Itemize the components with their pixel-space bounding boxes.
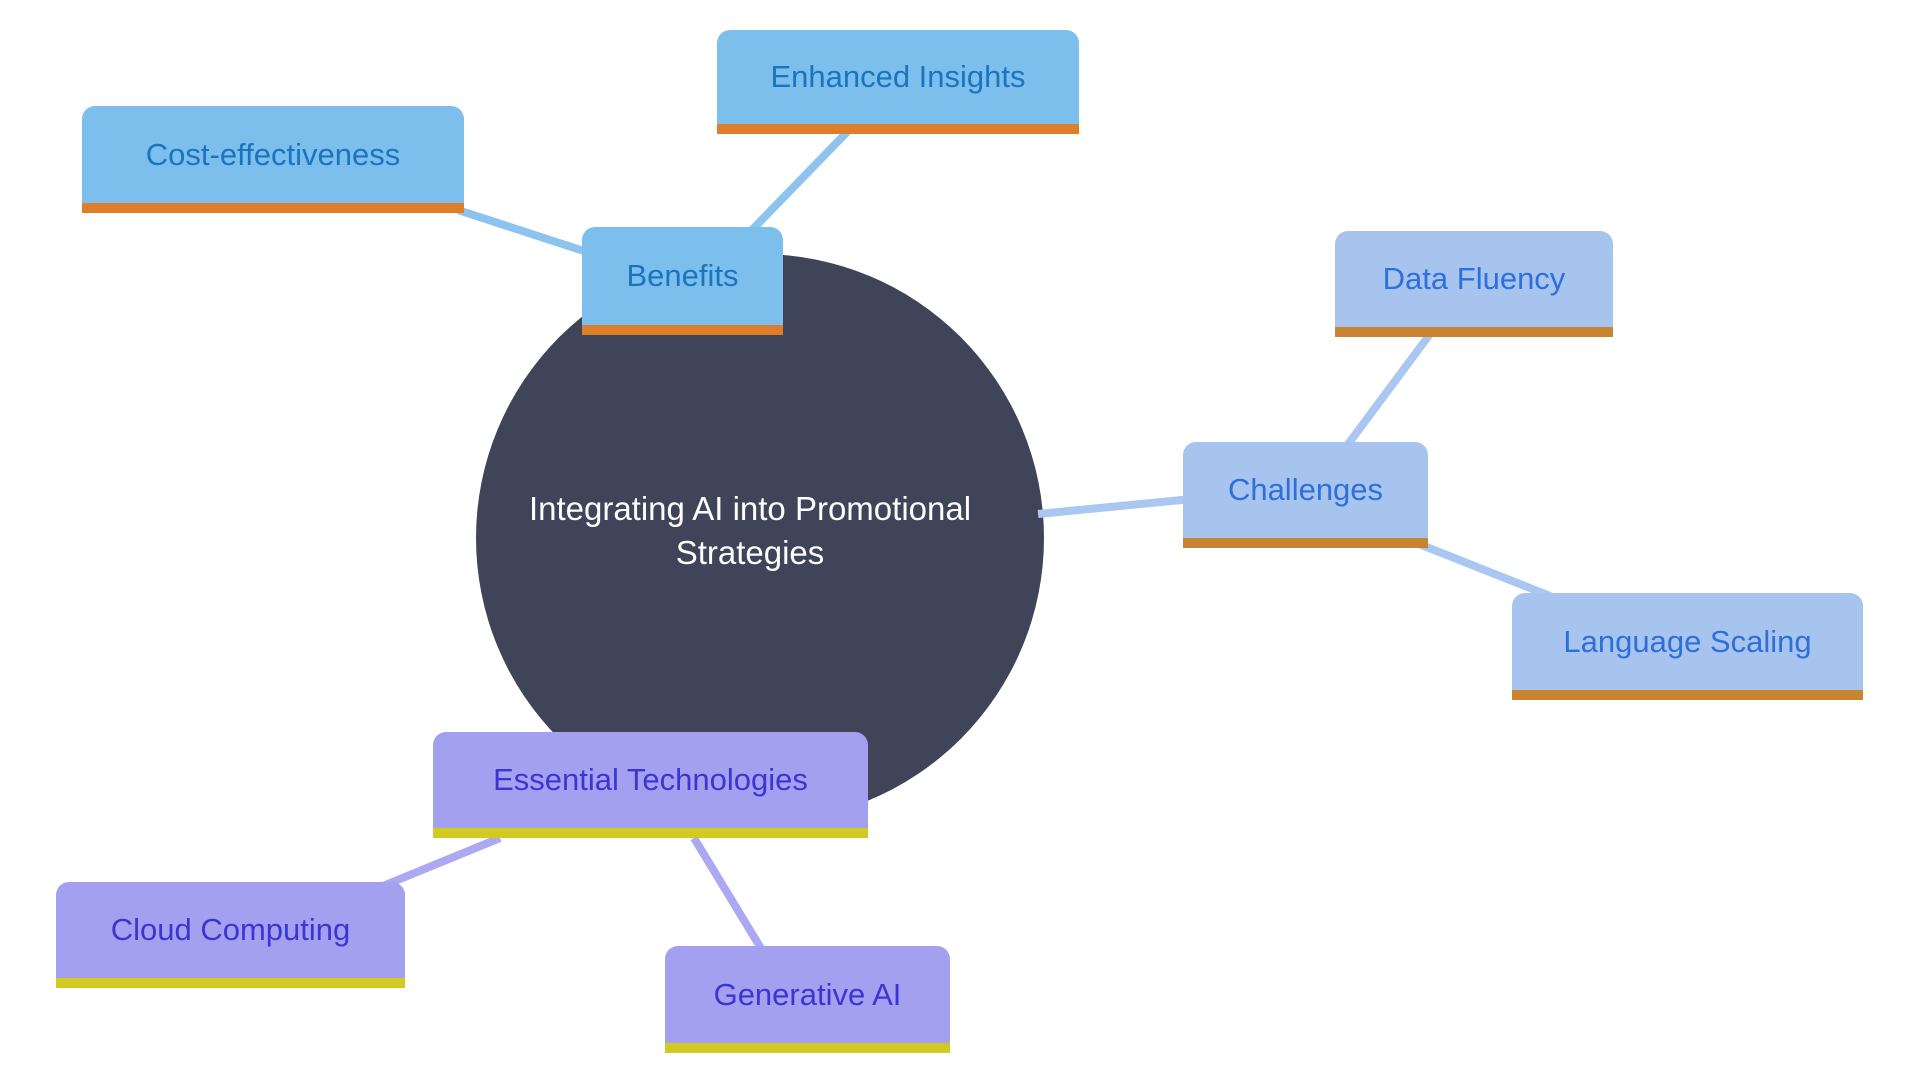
- node-benefits-label: Benefits: [626, 258, 739, 293]
- edge-benefits-enhanced-insights: [747, 127, 852, 235]
- node-challenges: Challenges: [1183, 442, 1428, 548]
- edge-technologies-generative-ai: [690, 835, 766, 953]
- node-cost-effectiveness: Cost-effectiveness: [82, 106, 464, 213]
- edge-challenges-data-fluency: [1342, 331, 1434, 450]
- node-language-scaling-label: Language Scaling: [1563, 623, 1812, 659]
- node-challenges-label: Challenges: [1227, 472, 1384, 507]
- node-language-scaling: Language Scaling: [1512, 593, 1863, 700]
- node-enhanced-insights: Enhanced Insights: [717, 30, 1079, 134]
- node-cloud-computing: Cloud Computing: [56, 882, 405, 988]
- node-benefits: Benefits: [582, 227, 783, 335]
- node-essential-technologies: Essential Technologies: [433, 732, 868, 838]
- central-topic-line2: Strategies: [675, 534, 825, 571]
- center-topic-circle: [476, 254, 1044, 822]
- node-data-fluency-label: Data Fluency: [1382, 261, 1566, 296]
- node-generative-ai-label: Generative AI: [713, 976, 902, 1012]
- central-topic-line1: Integrating AI into Promotional: [528, 490, 972, 527]
- node-enhanced-insights-label: Enhanced Insights: [770, 59, 1026, 94]
- node-cost-effectiveness-label: Cost-effectiveness: [145, 136, 401, 172]
- node-essential-technologies-label: Essential Technologies: [493, 762, 808, 797]
- central-topic-label: Integrating AI into Promotional Strategi…: [480, 487, 1020, 575]
- node-data-fluency: Data Fluency: [1335, 231, 1613, 337]
- node-generative-ai: Generative AI: [665, 946, 950, 1053]
- edge-technologies-cloud-computing: [376, 834, 502, 892]
- edge-benefits-cost-effectiveness: [456, 206, 592, 257]
- edge-center-challenges: [1037, 495, 1193, 518]
- edge-challenges-language-scaling: [1417, 540, 1562, 604]
- node-cloud-computing-label: Cloud Computing: [110, 912, 351, 947]
